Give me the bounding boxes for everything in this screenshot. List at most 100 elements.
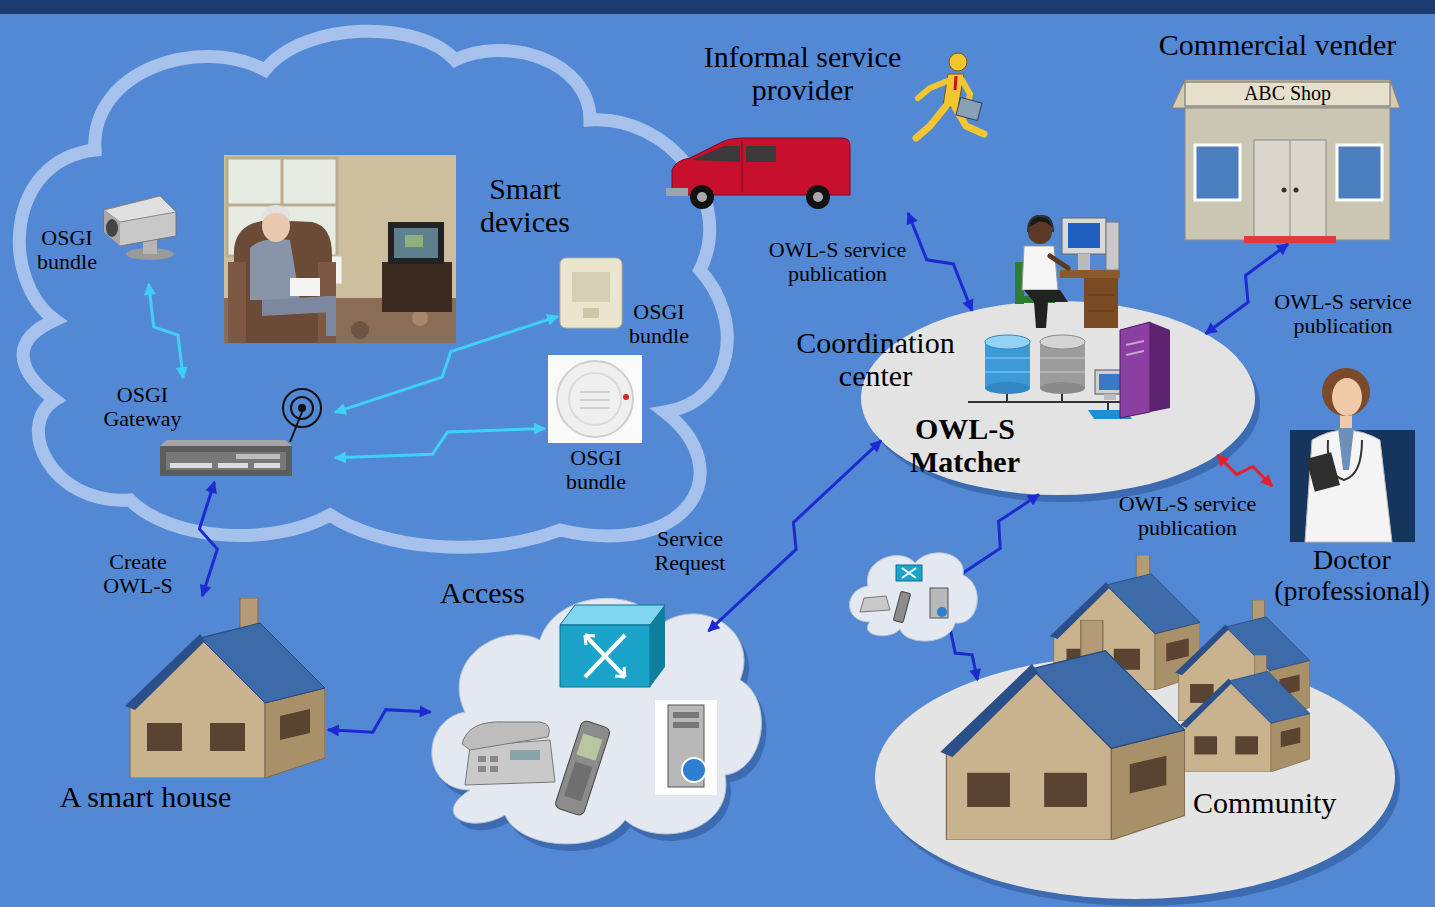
gateway-device: OSGI Gateway — [95, 378, 335, 482]
doctor-icon — [1338, 428, 1354, 470]
center-equipment — [1107, 402, 1109, 410]
gateway-icon — [160, 446, 292, 476]
label-slot: Community — [1193, 786, 1368, 819]
shop-icon — [1195, 145, 1240, 200]
van-icon — [666, 188, 688, 196]
elderly-photo — [224, 155, 456, 343]
label-slot: OSGI bundle — [620, 300, 698, 348]
van-icon — [813, 192, 823, 202]
access-icons — [682, 758, 706, 782]
operator-icon — [1022, 246, 1058, 290]
edge-label-slot: Service Request — [645, 527, 735, 575]
elderly-photo — [388, 222, 444, 264]
edge-label: Service Request — [645, 527, 735, 575]
doctor-icon — [1306, 452, 1340, 492]
smart-house-icon — [125, 598, 325, 778]
node-label: Access — [440, 576, 525, 609]
label-slot: ABC Shop — [1185, 82, 1390, 104]
operator-icon — [1084, 278, 1118, 328]
shop-icon — [1294, 188, 1299, 193]
access-icons — [673, 712, 699, 718]
van-icon — [666, 138, 850, 209]
operator-icon — [1088, 311, 1114, 312]
center-equipment — [1006, 394, 1008, 402]
elderly-photo — [228, 262, 246, 343]
access-icons — [490, 766, 498, 772]
label-slot: Coordination center — [788, 326, 963, 392]
doctor-icon — [1322, 368, 1370, 416]
smoke-detector-icon — [580, 399, 610, 401]
center-equipment — [1126, 341, 1144, 345]
motion-sensor-icon — [572, 272, 610, 302]
motion-sensor-icon — [560, 258, 622, 328]
edge-label-slot: OWL-S service publication — [755, 238, 920, 286]
gateway-icon — [254, 463, 280, 468]
center-equipment — [985, 358, 1030, 359]
motion-sensor-icon — [560, 258, 622, 328]
shop-icon — [1185, 108, 1390, 240]
access-icons — [510, 750, 540, 760]
label-slot: Informal service provider — [680, 40, 925, 106]
access-icons — [655, 700, 717, 795]
label-slot: Doctor (professional) — [1272, 545, 1432, 607]
edge-label: OWL-S service publication — [755, 238, 920, 286]
doctor-icon — [1332, 378, 1362, 416]
gateway-icon — [166, 452, 286, 470]
shop-building: Commercial venderABC Shop — [1125, 26, 1430, 244]
gateway-icon — [160, 389, 321, 476]
smart-devices-cloud-outline — [5, 20, 740, 555]
runner-icon — [949, 53, 967, 71]
small-access-cloud — [849, 553, 977, 641]
access-icons — [490, 756, 498, 762]
operator-icon — [1028, 216, 1053, 232]
lightning-connector — [328, 710, 431, 733]
access-icons — [673, 722, 699, 728]
doctor-figure: Doctor (professional) — [1272, 362, 1435, 612]
center-equipment — [1120, 322, 1150, 418]
shop-icon — [1337, 145, 1382, 200]
elderly-photo — [227, 204, 337, 207]
label-slot: Commercial vender — [1130, 28, 1425, 61]
node-label: OSGI Gateway — [95, 383, 190, 431]
elderly-photo — [394, 228, 438, 258]
smoke-detector-icon — [548, 355, 642, 443]
smart-devices-cloud-shape — [19, 31, 727, 547]
smoke-detector-icon — [580, 407, 610, 409]
gateway-icon — [218, 463, 248, 468]
elderly-photo — [382, 262, 452, 312]
runner-icon — [916, 106, 946, 138]
elderly-photo — [262, 296, 334, 316]
node-label: OSGI bundle — [34, 226, 100, 274]
node-label: Smart devices — [460, 172, 590, 238]
small-access-cloud — [930, 588, 948, 618]
doctor-icon — [1290, 368, 1415, 542]
lightning-connector — [149, 284, 183, 378]
center-equipment — [1040, 358, 1085, 359]
title-bar — [0, 0, 1435, 14]
node-label: Informal service provider — [680, 40, 925, 106]
label-slot: Access — [440, 576, 550, 609]
van-icon — [742, 142, 743, 192]
smoke-detector-icon — [623, 394, 629, 400]
smoke-detector-icon — [569, 373, 621, 425]
access-icons — [577, 734, 603, 761]
van-icon — [746, 146, 776, 162]
operator-icon — [1062, 218, 1106, 254]
smart-devices-cloud-outline — [19, 31, 727, 547]
lightning-connector — [335, 428, 545, 457]
node-label: OWL-S Matcher — [895, 412, 1035, 478]
camera-icon — [104, 196, 176, 260]
bundle-device: OSGI bundle — [30, 186, 185, 284]
operator-icon — [1106, 222, 1119, 270]
runner-icon — [956, 97, 982, 120]
community-region-outline — [873, 650, 1398, 904]
node-label: A smart house — [60, 780, 232, 813]
van-icon — [692, 146, 740, 162]
center-equipment — [1099, 374, 1121, 390]
small-access-cloud — [860, 596, 890, 612]
label-slot: OSGI Gateway — [95, 383, 190, 431]
edge-label: OWL-S service publication — [1105, 492, 1270, 540]
access-cloud-outline — [425, 574, 765, 850]
lightning-connector — [1206, 244, 1288, 334]
